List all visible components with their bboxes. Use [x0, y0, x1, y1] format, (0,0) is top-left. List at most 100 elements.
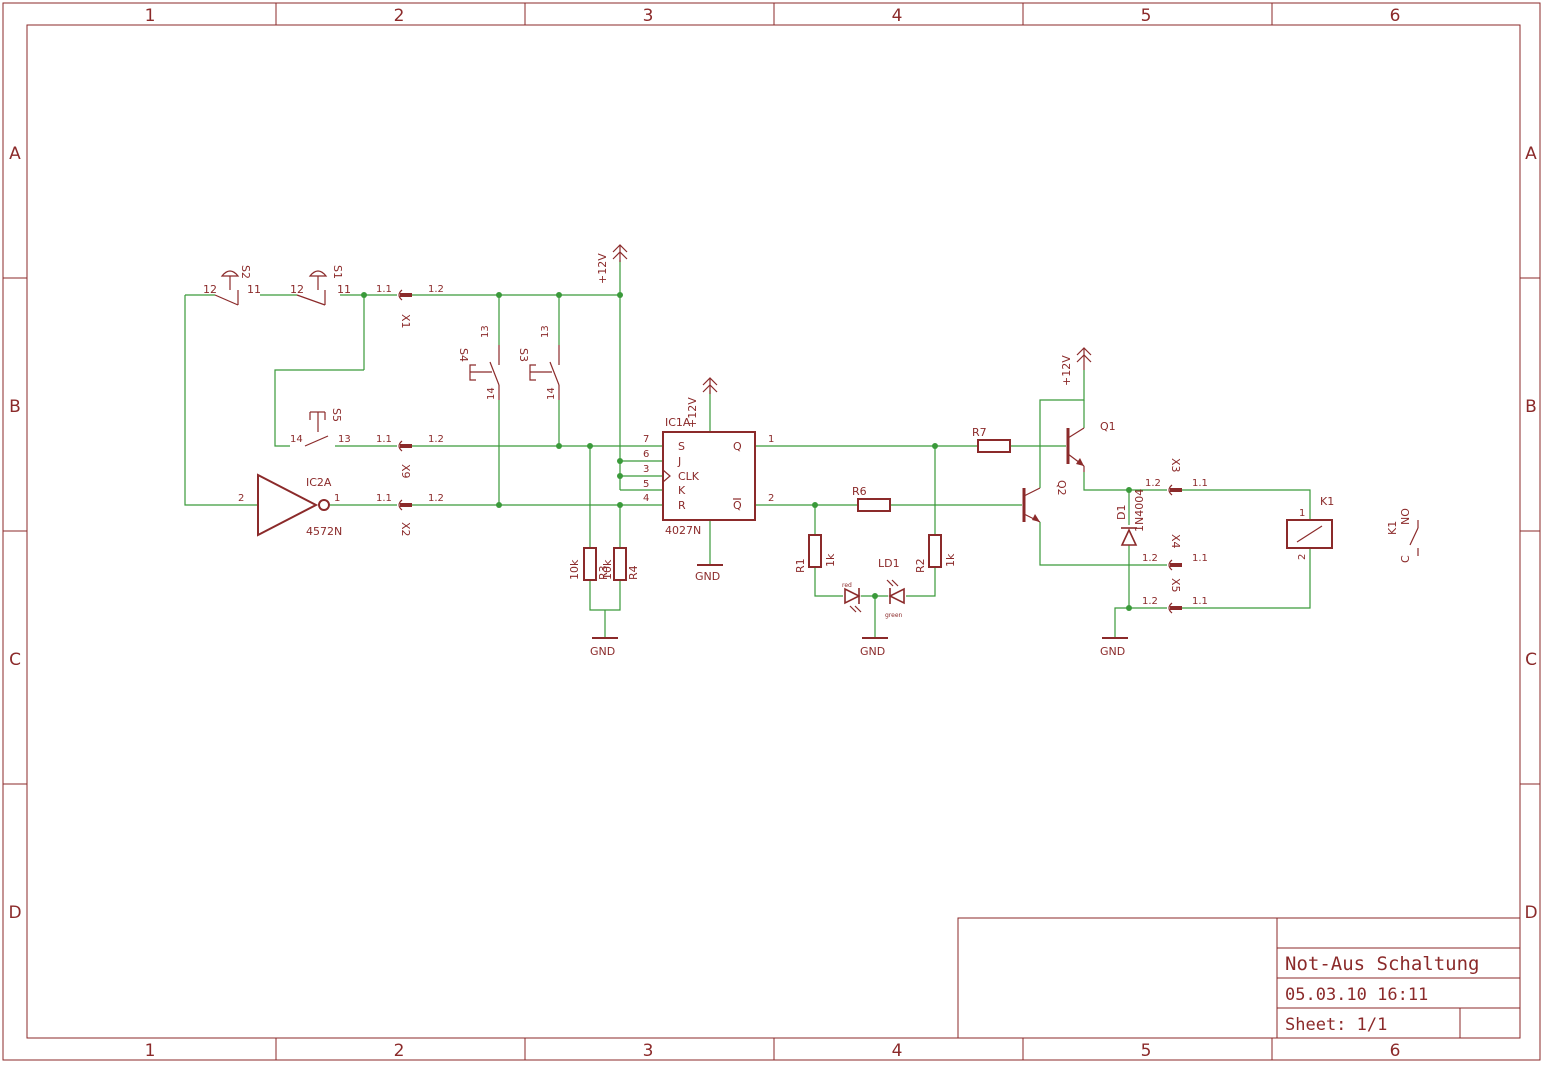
- s4-pin-a: 13: [480, 325, 491, 338]
- d1-name: D1: [1115, 505, 1128, 520]
- r3-value: 10k: [568, 559, 581, 580]
- r2-value: 1k: [944, 553, 957, 567]
- s2-pin-a: 12: [203, 283, 217, 296]
- resistor-r1: R1 1k: [794, 534, 837, 573]
- gnd-pulldowns-label: GND: [590, 645, 615, 658]
- x9-pin-a: 1.1: [376, 434, 392, 445]
- connector-x5: 1.2 1.1 X5: [1142, 578, 1208, 614]
- s3-pin-b: 14: [546, 387, 557, 400]
- ic1a-num-2: 2: [768, 493, 774, 504]
- r1-value: 1k: [824, 553, 837, 567]
- q1-name: Q1: [1100, 420, 1116, 433]
- title-block-sheet: Sheet: 1/1: [1285, 1015, 1387, 1035]
- row-label-right-a: A: [1525, 144, 1537, 164]
- supply-12v-ic-label: +12V: [686, 397, 699, 428]
- x5-pin-a: 1.2: [1142, 596, 1158, 607]
- ic1a-pin-clk: CLK: [678, 470, 700, 483]
- s5-pin-b: 13: [338, 434, 351, 445]
- inverter-ic2a: 2 1 IC2A 4572N: [238, 473, 342, 538]
- ld1-green-label: green: [885, 612, 903, 619]
- ic1a-pin-q: Q: [733, 440, 742, 453]
- x3-pin-b: 1.1: [1192, 478, 1208, 489]
- resistor-r7: R7: [972, 426, 1011, 453]
- gnd-ic1a: GND: [695, 564, 723, 583]
- ic1a-pin-r: R: [678, 499, 686, 512]
- title-block: Not-Aus Schaltung 05.03.10 16:11 Sheet: …: [957, 917, 1521, 1039]
- r6-name: R6: [852, 485, 867, 498]
- ic1a-num-3: 3: [643, 464, 649, 475]
- gnd-pulldowns: GND: [590, 637, 618, 658]
- ld1-red-label: red: [842, 582, 852, 589]
- gnd-leds-label: GND: [860, 645, 885, 658]
- row-label-left-d: D: [8, 903, 21, 923]
- x9-pin-b: 1.2: [428, 434, 444, 445]
- gnd-leds: GND: [860, 637, 888, 658]
- switch-s1: 12 11 S1: [290, 265, 351, 306]
- switch-s5: 14 13 S5: [290, 408, 351, 447]
- r4-name: R4: [627, 565, 640, 580]
- connector-x3: 1.2 1.1 X3: [1145, 458, 1208, 496]
- x2-pin-b: 1.2: [428, 493, 444, 504]
- flipflop-ic1a: S J CLK K R Q Q 7 6 3 5 4 1 2 IC1A 4027N: [643, 416, 774, 537]
- row-label-left-a: A: [9, 144, 21, 164]
- ic1a-name: IC1A: [665, 416, 691, 429]
- supply-12v-ic: +12V: [686, 377, 718, 428]
- s1-pin-b: 11: [337, 283, 351, 296]
- ld1-name: LD1: [878, 557, 900, 570]
- connector-x2: 1.1 1.2 X2: [376, 493, 444, 537]
- s3-pin-a: 13: [540, 325, 551, 338]
- x5-name: X5: [1169, 578, 1182, 593]
- x4-name: X4: [1169, 534, 1182, 549]
- connector-x9: 1.1 1.2 X9: [376, 434, 444, 479]
- x1-name: X1: [399, 314, 412, 329]
- s5-pin-a: 14: [290, 434, 303, 445]
- diode-d1: D1 1N4004: [1115, 489, 1146, 546]
- connector-x4: 1.2 1.1 X4: [1142, 534, 1208, 571]
- r2-name: R2: [914, 558, 927, 573]
- s1-pin-a: 12: [290, 283, 304, 296]
- k1-pin-2: 2: [1297, 554, 1308, 560]
- resistor-r4: 10k R4: [601, 547, 640, 581]
- supply-12v-top-label: +12V: [596, 253, 609, 284]
- transistor-q2: Q2: [1022, 480, 1068, 523]
- ic1a-num-5: 5: [643, 479, 649, 490]
- ic2a-value: 4572N: [306, 525, 342, 538]
- x4-pin-a: 1.2: [1142, 553, 1158, 564]
- gnd-ic1a-label: GND: [695, 570, 720, 583]
- ic1a-pin-k: K: [678, 484, 686, 497]
- x4-pin-b: 1.1: [1192, 553, 1208, 564]
- transistor-q1: Q1: [1066, 420, 1116, 472]
- s3-name: S3: [517, 348, 530, 362]
- s1-name: S1: [331, 265, 344, 279]
- resistor-r2: R2 1k: [914, 534, 957, 573]
- junctions: [361, 292, 1132, 611]
- r7-name: R7: [972, 426, 987, 439]
- r1-name: R1: [794, 558, 807, 573]
- supply-12v-q1-label: +12V: [1060, 355, 1073, 386]
- switch-s3: 13 14 S3: [517, 325, 560, 400]
- led-ld1: red green LD1: [842, 557, 905, 619]
- r3-name: R3: [597, 565, 610, 580]
- col-label-top-6: 6: [1390, 6, 1401, 26]
- row-label-left-b: B: [9, 397, 21, 417]
- gnd-driver: GND: [1100, 637, 1128, 658]
- r4-value: 10k: [601, 559, 614, 580]
- x2-name: X2: [399, 522, 412, 537]
- gnd-driver-label: GND: [1100, 645, 1125, 658]
- ic2a-pin-in: 2: [238, 493, 244, 504]
- q2-name: Q2: [1055, 480, 1068, 496]
- d1-value: 1N4004: [1133, 489, 1146, 532]
- col-label-bottom-5: 5: [1141, 1041, 1152, 1061]
- ic1a-pin-j: J: [677, 455, 681, 468]
- connector-x1: 1.1 1.2 X1: [376, 284, 444, 329]
- col-label-bottom-3: 3: [643, 1041, 654, 1061]
- ic1a-num-6: 6: [643, 449, 649, 460]
- col-label-top-5: 5: [1141, 6, 1152, 26]
- x3-pin-a: 1.2: [1145, 478, 1161, 489]
- switch-s4: 13 14 S4: [457, 325, 500, 400]
- col-label-bottom-4: 4: [892, 1041, 903, 1061]
- x3-name: X3: [1169, 458, 1182, 473]
- resistor-r3: 10k R3: [568, 547, 610, 581]
- ic1a-num-7: 7: [643, 434, 649, 445]
